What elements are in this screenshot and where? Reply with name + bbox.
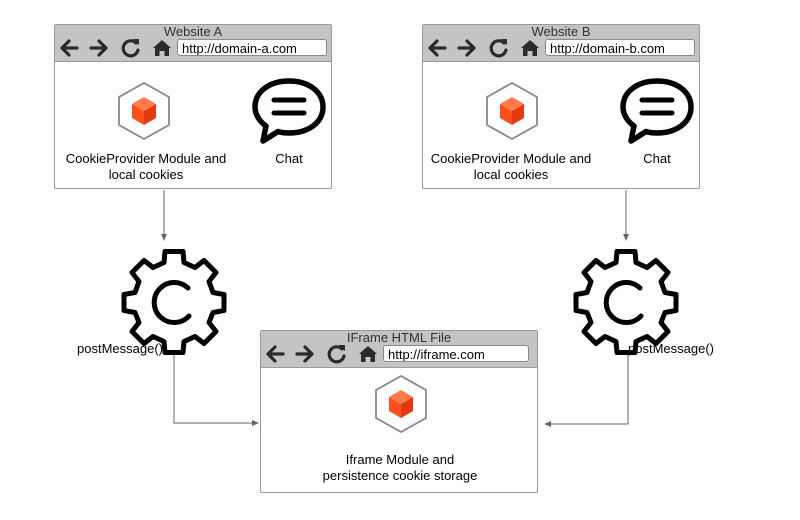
window-title: Website A [163,24,223,39]
url-bar: http://iframe.com [383,345,529,362]
nav-arrow-left-icon [60,37,173,58]
chat-bubble-icon [622,77,692,143]
gear-icon-right [571,240,681,350]
browser-nav-icons [428,37,541,58]
cube-module-icon [375,375,427,433]
titlebar: Website A http://domain-a.com [55,25,331,62]
titlebar: Website B http://domain-b.com [423,25,699,62]
titlebar: IFrame HTML File http://iframe.com [261,331,537,368]
postmessage-label-left: postMessage() [77,341,163,356]
browser-window-iframe: IFrame HTML File http://iframe.com Ifram… [260,330,538,493]
cube-module-icon [486,82,538,140]
browser-window-website-a: Website A http://domain-a.com CookieProv… [54,24,332,189]
postmessage-label-right: postMessage() [628,341,714,356]
cube-module-icon [118,82,170,140]
url-bar: http://domain-b.com [545,39,695,56]
chat-bubble-icon [254,77,324,143]
chat-label: Chat [643,151,671,166]
module-label: CookieProvider Module and local cookies [65,151,227,182]
chat-label: Chat [275,151,303,166]
module-label: CookieProvider Module and local cookies [430,151,592,182]
url-bar: http://domain-a.com [177,39,327,56]
window-title: Website B [531,24,591,39]
browser-nav-icons [266,343,379,364]
gear-icon-left [119,240,229,350]
module-label: Iframe Module and persistence cookie sto… [322,452,478,483]
window-title: IFrame HTML File [346,330,452,345]
browser-window-website-b: Website B http://domain-b.com CookieProv… [422,24,700,189]
browser-nav-icons [60,37,173,58]
